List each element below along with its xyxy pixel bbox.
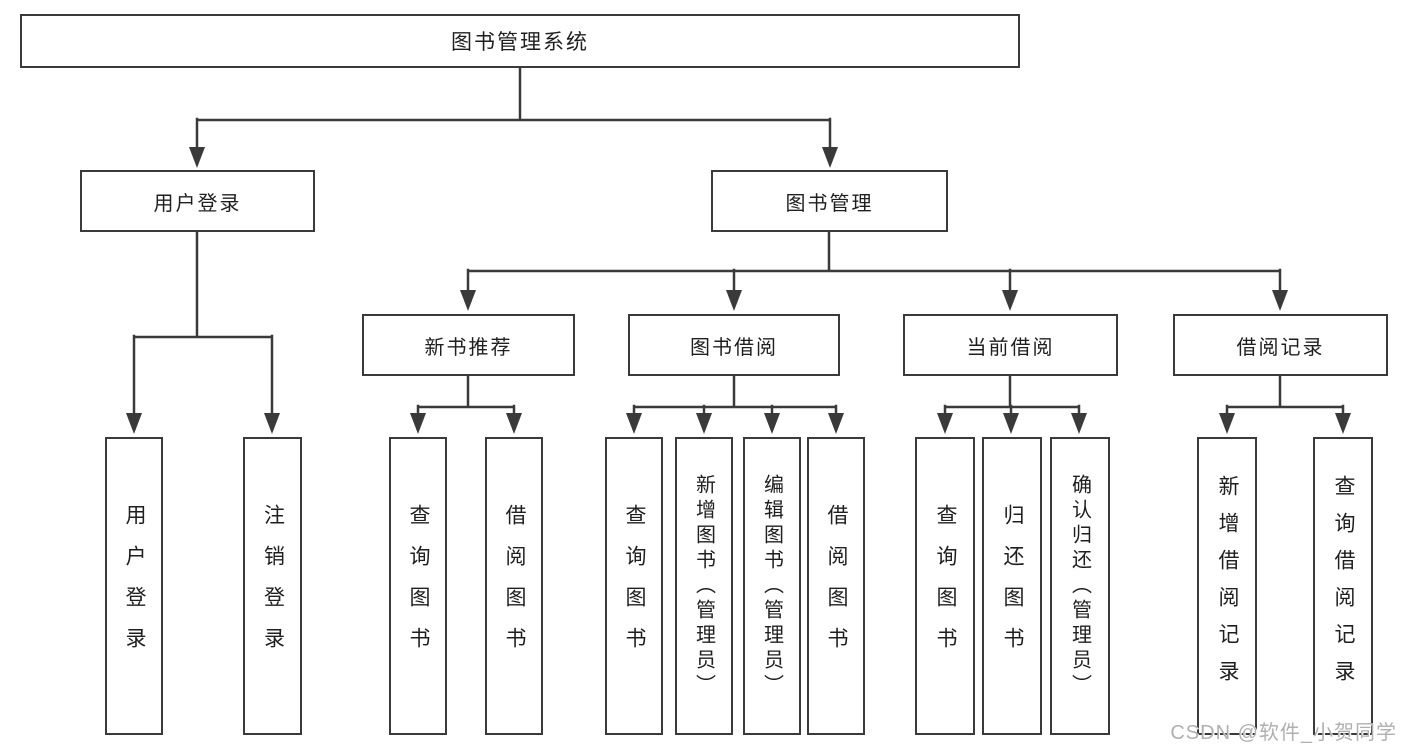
node-book-borrow-label: 图书借阅 — [690, 336, 778, 359]
arrowhead-icon — [126, 413, 142, 434]
leaf-add-borrow-record: 新增借阅记录 — [1197, 437, 1257, 735]
node-book-management: 图书管理 — [711, 170, 948, 232]
node-current-borrow: 当前借阅 — [903, 314, 1118, 376]
arrowhead-icon — [1003, 413, 1019, 434]
arrowhead-icon — [1002, 290, 1018, 311]
arrowhead-icon — [696, 413, 712, 434]
connector-book-management-to-level3 — [460, 231, 1288, 311]
leaf-add-book-admin: 新增图书（管理员） — [675, 437, 733, 735]
arrowhead-icon — [822, 147, 838, 168]
leaf-confirm-return-admin: 确认归还（管理员） — [1050, 437, 1110, 735]
connector-new-book-to-leaves — [410, 375, 522, 434]
leaf-query-book-1-label: 查询图书 — [407, 504, 430, 668]
node-borrow-records: 借阅记录 — [1173, 314, 1388, 376]
leaf-query-book-2-label: 查询图书 — [623, 504, 646, 668]
leaf-query-borrow-record-label: 查询借阅记录 — [1332, 475, 1355, 697]
leaf-query-book-1: 查询图书 — [389, 437, 447, 735]
leaf-query-borrow-record: 查询借阅记录 — [1313, 437, 1373, 735]
arrowhead-icon — [726, 290, 742, 311]
leaf-query-book-3-label: 查询图书 — [934, 504, 957, 668]
leaf-borrow-book-1: 借阅图书 — [485, 437, 543, 735]
leaf-edit-book-admin: 编辑图书（管理员） — [743, 437, 801, 735]
arrowhead-icon — [1071, 413, 1087, 434]
node-user-login: 用户登录 — [80, 170, 315, 232]
leaf-query-book-2: 查询图书 — [605, 437, 663, 735]
node-current-borrow-label: 当前借阅 — [966, 336, 1055, 359]
leaf-confirm-return-admin-label: 确认归还（管理员） — [1068, 473, 1091, 699]
connector-borrow-records-to-leaves — [1219, 375, 1351, 434]
arrowhead-icon — [506, 413, 522, 434]
connector-current-borrow-to-leaves — [937, 375, 1087, 434]
leaf-borrow-book-1-label: 借阅图书 — [503, 504, 526, 668]
leaf-logout-label: 注销登录 — [261, 504, 285, 668]
arrowhead-icon — [1219, 413, 1235, 434]
leaf-query-book-3: 查询图书 — [915, 437, 975, 735]
arrowhead-icon — [1272, 290, 1288, 311]
leaf-add-borrow-record-label: 新增借阅记录 — [1216, 475, 1239, 697]
node-root: 图书管理系统 — [20, 14, 1020, 68]
arrowhead-icon — [626, 413, 642, 434]
node-book-borrow: 图书借阅 — [628, 314, 840, 376]
arrowhead-icon — [460, 290, 476, 311]
arrowhead-icon — [937, 413, 953, 434]
leaf-return-book: 归还图书 — [982, 437, 1042, 735]
leaf-user-login: 用户登录 — [105, 437, 163, 735]
csdn-watermark: CSDN @软件_小贺同学 — [1170, 722, 1397, 744]
node-borrow-records-label: 借阅记录 — [1236, 336, 1325, 359]
arrowhead-icon — [1335, 413, 1351, 434]
arrowhead-icon — [189, 147, 205, 168]
leaf-user-login-label: 用户登录 — [123, 504, 146, 668]
leaf-logout: 注销登录 — [243, 437, 302, 735]
node-book-management-label: 图书管理 — [785, 192, 874, 215]
arrowhead-icon — [264, 413, 280, 434]
arrowhead-icon — [828, 413, 844, 434]
arrowhead-icon — [764, 413, 780, 434]
connector-book-borrow-to-leaves — [626, 375, 844, 434]
leaf-add-book-admin-label: 新增图书（管理员） — [692, 473, 715, 699]
leaf-borrow-book-2-label: 借阅图书 — [825, 504, 848, 668]
node-new-book-recommend-label: 新书推荐 — [424, 336, 513, 359]
connector-user-login-to-leaves — [126, 231, 280, 434]
leaf-return-book-label: 归还图书 — [1001, 504, 1024, 668]
leaf-borrow-book-2: 借阅图书 — [807, 437, 865, 735]
node-user-login-label: 用户登录 — [153, 192, 242, 215]
node-new-book-recommend: 新书推荐 — [362, 314, 575, 376]
arrowhead-icon — [410, 413, 426, 434]
node-root-label: 图书管理系统 — [451, 31, 589, 54]
connector-root-to-level2 — [189, 65, 838, 168]
leaf-edit-book-admin-label: 编辑图书（管理员） — [760, 473, 783, 699]
